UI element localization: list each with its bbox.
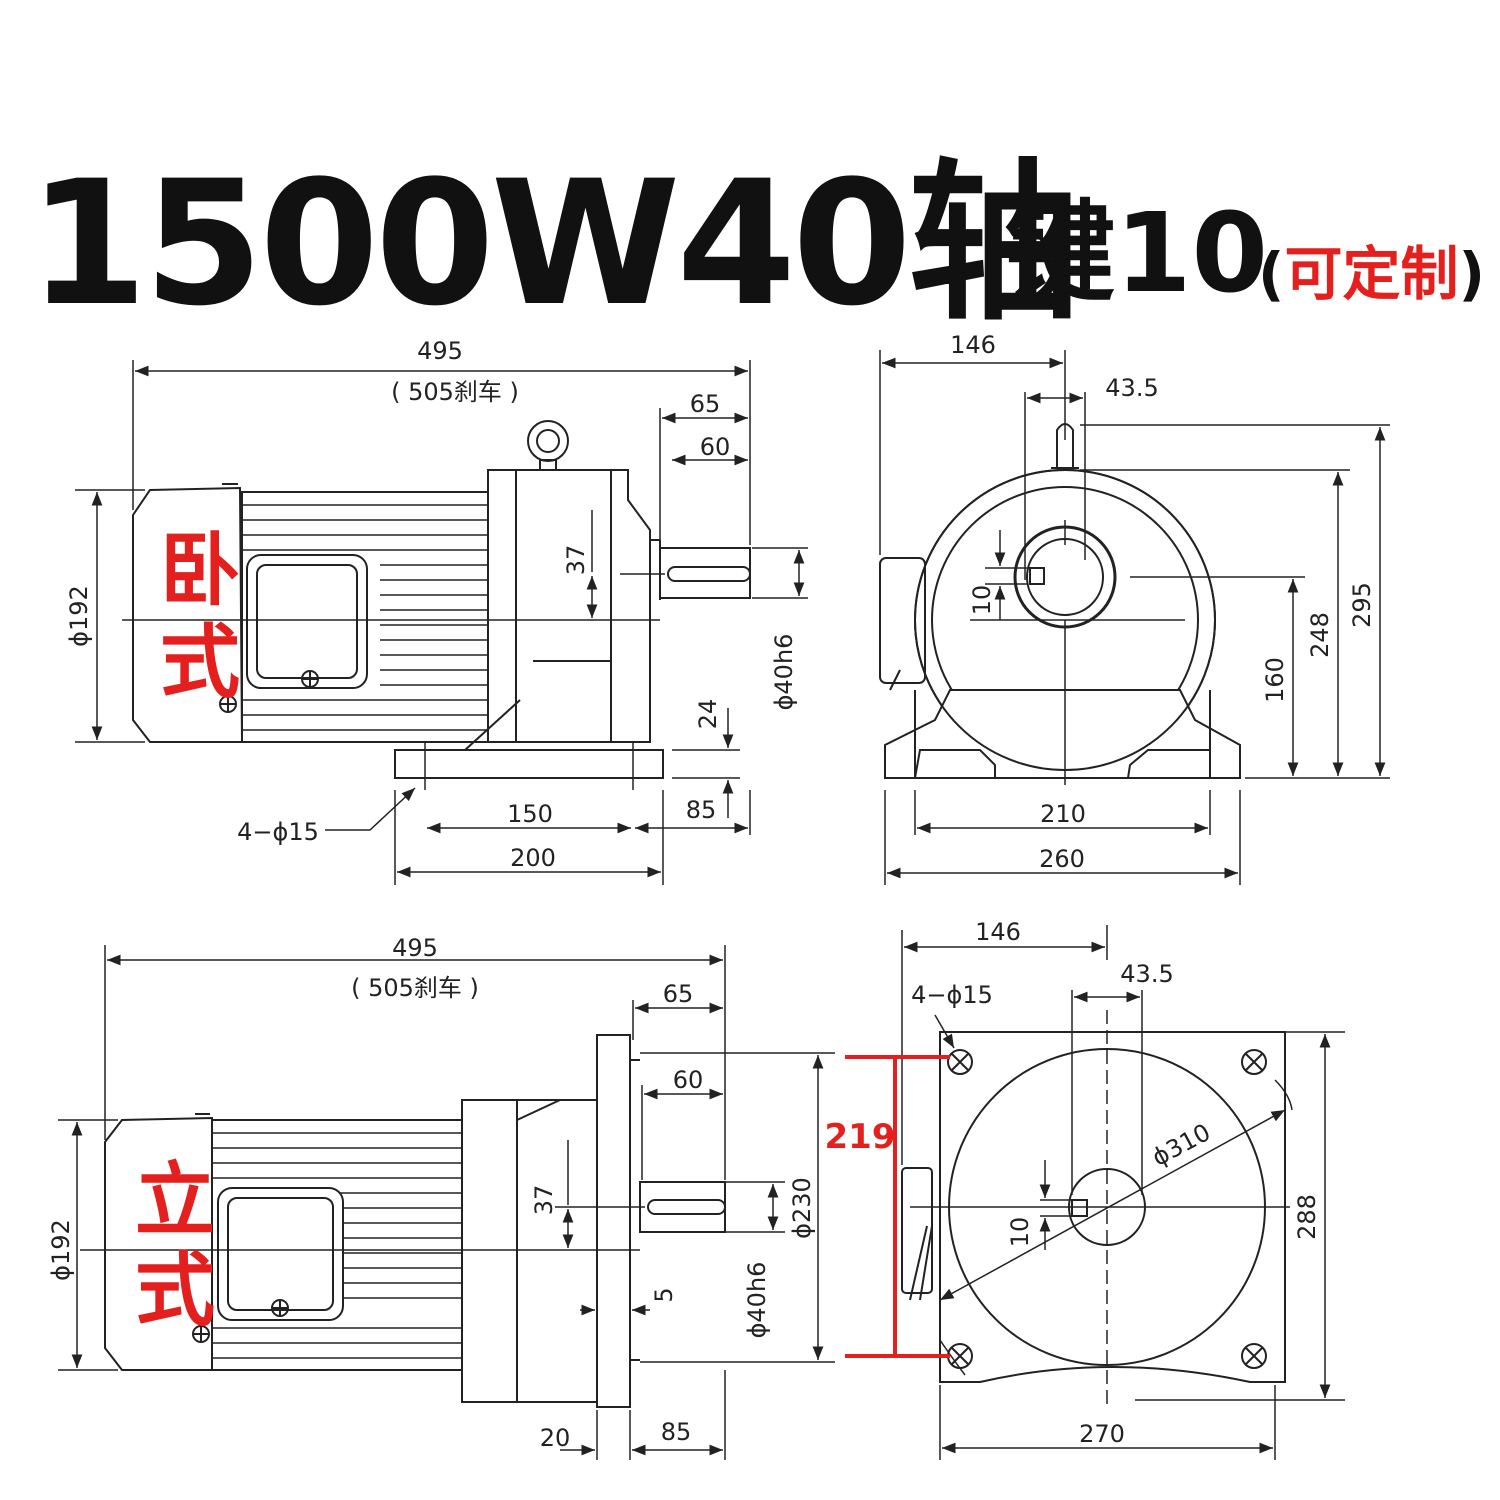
dim-160: 160 [1261, 657, 1289, 703]
dim-200: 200 [510, 844, 556, 872]
title: 1500W40轴 键10 (可定制) [0, 150, 1500, 340]
title-key: 键10 [1005, 189, 1269, 317]
horizontal-side-view [122, 420, 751, 790]
dim-10: 10 [968, 585, 996, 616]
label-horizontal-2: 式 [160, 616, 240, 709]
vertical-dimensions [58, 945, 835, 1460]
label-horizontal-1: 卧 [160, 524, 240, 617]
dim-248: 248 [1306, 612, 1334, 658]
dim-24: 24 [694, 699, 722, 730]
dim-4-phi15-f: 4−ϕ15 [911, 981, 993, 1009]
label-vertical-1: 立 [135, 1154, 215, 1247]
dim-37: 37 [562, 545, 590, 576]
dim-phi40h6: ϕ40h6 [770, 634, 798, 711]
dim-219: 219 [825, 1117, 896, 1157]
dim-phi230: ϕ230 [788, 1177, 816, 1239]
dim-495: 495 [417, 337, 463, 365]
dim-phi192-v: ϕ192 [47, 1219, 75, 1281]
dim-505-brake: ( 505刹车 ) [391, 378, 519, 406]
title-custom-label: 可定制 [1284, 240, 1459, 308]
flange-dimensions [901, 925, 1345, 1460]
dim-4-phi15: 4−ϕ15 [237, 818, 319, 846]
dim-phi192: ϕ192 [65, 585, 93, 647]
dim-85: 85 [686, 796, 717, 824]
dim-5: 5 [650, 1287, 678, 1302]
dim-260: 260 [1039, 845, 1085, 873]
dim-146: 146 [950, 331, 996, 359]
dim-20: 20 [540, 1424, 571, 1452]
dim-288: 288 [1293, 1194, 1321, 1240]
title-paren-close: ) [1458, 240, 1486, 308]
dim-495-v: 495 [392, 934, 438, 962]
flange-view [901, 1010, 1290, 1410]
end-view-top-labels: 146 43.5 10 160 248 295 210 260 [950, 331, 1376, 873]
title-paren-open: ( [1258, 240, 1285, 308]
dim-85-v: 85 [661, 1418, 692, 1446]
dim-146-f: 146 [975, 918, 1021, 946]
vertical-dim-labels: 495 ( 505刹车 ) 65 60 37 ϕ192 ϕ230 ϕ40h6 5… [47, 934, 816, 1452]
horizontal-dim-labels: 495 ( 505刹车 ) 65 60 37 ϕ192 ϕ40h6 24 4−ϕ… [65, 337, 798, 872]
title-main: 1500W40轴 [28, 143, 1080, 344]
dim-phi310: ϕ310 [1147, 1118, 1215, 1172]
dim-270: 270 [1079, 1420, 1125, 1448]
horizontal-dimensions [75, 360, 808, 885]
label-vertical-2: 式 [135, 1244, 215, 1337]
dim-150: 150 [507, 800, 553, 828]
dim-37-v: 37 [530, 1185, 558, 1216]
dim-phi40h6-v: ϕ40h6 [743, 1262, 771, 1339]
dim-43-5: 43.5 [1105, 374, 1158, 402]
end-view-top [879, 423, 1241, 785]
dim-65: 65 [690, 390, 721, 418]
dim-210: 210 [1040, 800, 1086, 828]
dim-505-brake-v: ( 505刹车 ) [351, 974, 479, 1002]
dim-295: 295 [1348, 582, 1376, 628]
dim-60: 60 [700, 433, 731, 461]
end-view-top-dimensions [879, 350, 1390, 885]
vertical-side-view [80, 1034, 726, 1408]
flange-red-219 [845, 1055, 950, 1358]
dim-10-f: 10 [1006, 1217, 1034, 1248]
dim-60-v: 60 [673, 1066, 704, 1094]
dim-65-v: 65 [663, 980, 694, 1008]
title-custom: (可定制) [1258, 245, 1485, 303]
dim-43-5-f: 43.5 [1120, 960, 1173, 988]
